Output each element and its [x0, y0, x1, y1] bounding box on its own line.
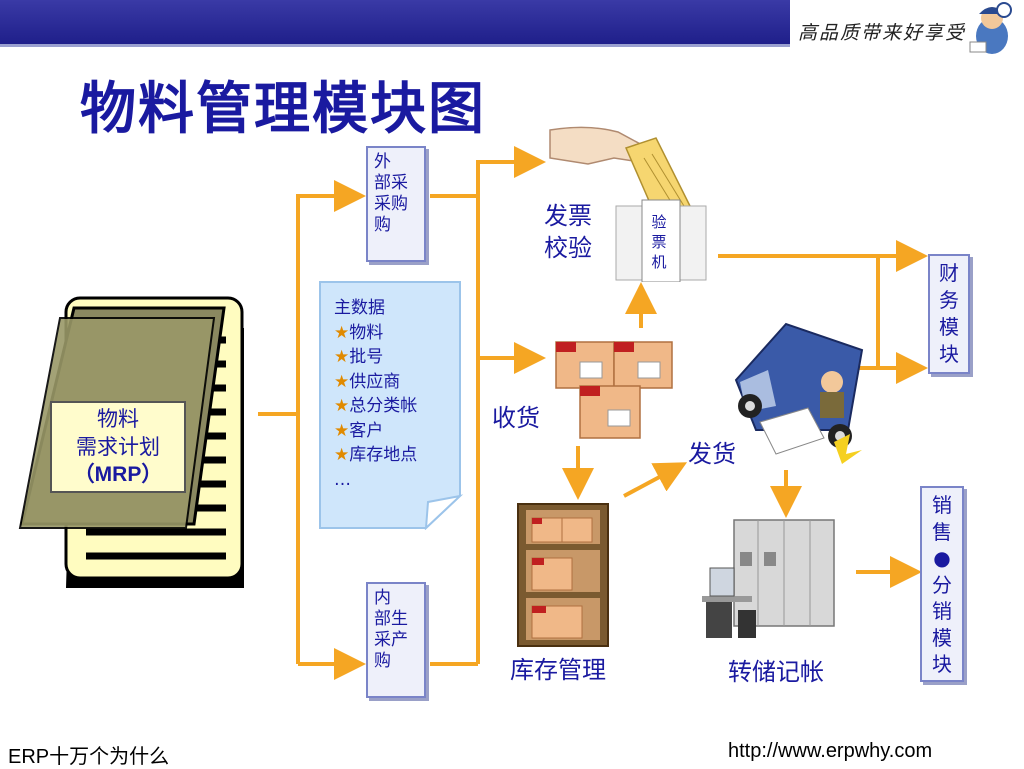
shipping-label: 发货 [688, 440, 736, 468]
mrp-line2: 需求计划 [76, 435, 160, 459]
invoice-machine-label: 验 票 机 [651, 213, 667, 271]
star-icon: ★ [334, 371, 350, 392]
page-title: 物料管理模块图 [80, 77, 486, 142]
invoice-verify-line1: 发票 [544, 202, 592, 230]
mrp-line1: 物料 [97, 407, 139, 431]
footer-left: ERP十万个为什么 [8, 746, 170, 768]
slogan-text: 高品质带来好享受 [798, 22, 967, 44]
master-data-heading: 主数据 [334, 298, 385, 318]
invoice-verify-line2: 校验 [544, 234, 592, 262]
receiving-label: 收货 [492, 404, 540, 432]
master-data-item: ★总分类帐 [334, 396, 418, 416]
mascot-icon [969, 2, 1012, 54]
external-purchase-box: 外 部采 采购 购 [366, 146, 426, 262]
footer-url[interactable]: http://www.erpwhy.com [728, 740, 933, 762]
internal-production-box: 内 部生 采产 购 [366, 582, 426, 698]
star-icon: ★ [334, 347, 350, 367]
master-data-note [319, 281, 464, 530]
invoice-verify-label: 发票 校验 [544, 200, 592, 264]
star-icon: ★ [334, 322, 350, 343]
master-data-item: ★供应商 [334, 371, 401, 392]
delivery-truck-icon [734, 322, 864, 464]
inventory-label: 库存管理 [510, 656, 606, 684]
posting-computer-icon [702, 519, 835, 638]
star-icon: ★ [334, 420, 350, 441]
finance-module-box: 财 务 模 块 [928, 254, 970, 374]
inventory-shelf-icon [517, 503, 609, 647]
master-data-list: 主数据 ★物料 ★批号 ★供应商 ★总分类帐 ★客户 ★库存地点 … [334, 296, 458, 492]
header-rule [0, 44, 1024, 47]
master-data-item: ★批号 [334, 347, 384, 367]
sales-module-box: 销 售 ● 分 销 模 块 [920, 486, 964, 682]
star-icon: ★ [334, 445, 350, 465]
mrp-label-box: 物料 需求计划 （MRP） [50, 401, 186, 493]
receiving-boxes-icon [555, 341, 673, 439]
posting-label: 转储记帐 [728, 658, 824, 686]
mrp-line3: （MRP） [73, 463, 163, 486]
invoice-machine-icon [615, 199, 707, 282]
master-data-item: ★库存地点 [334, 445, 418, 465]
star-icon: ★ [334, 396, 350, 416]
master-data-more: … [334, 469, 351, 490]
master-data-item: ★物料 [334, 322, 384, 343]
master-data-item: ★客户 [334, 420, 384, 441]
